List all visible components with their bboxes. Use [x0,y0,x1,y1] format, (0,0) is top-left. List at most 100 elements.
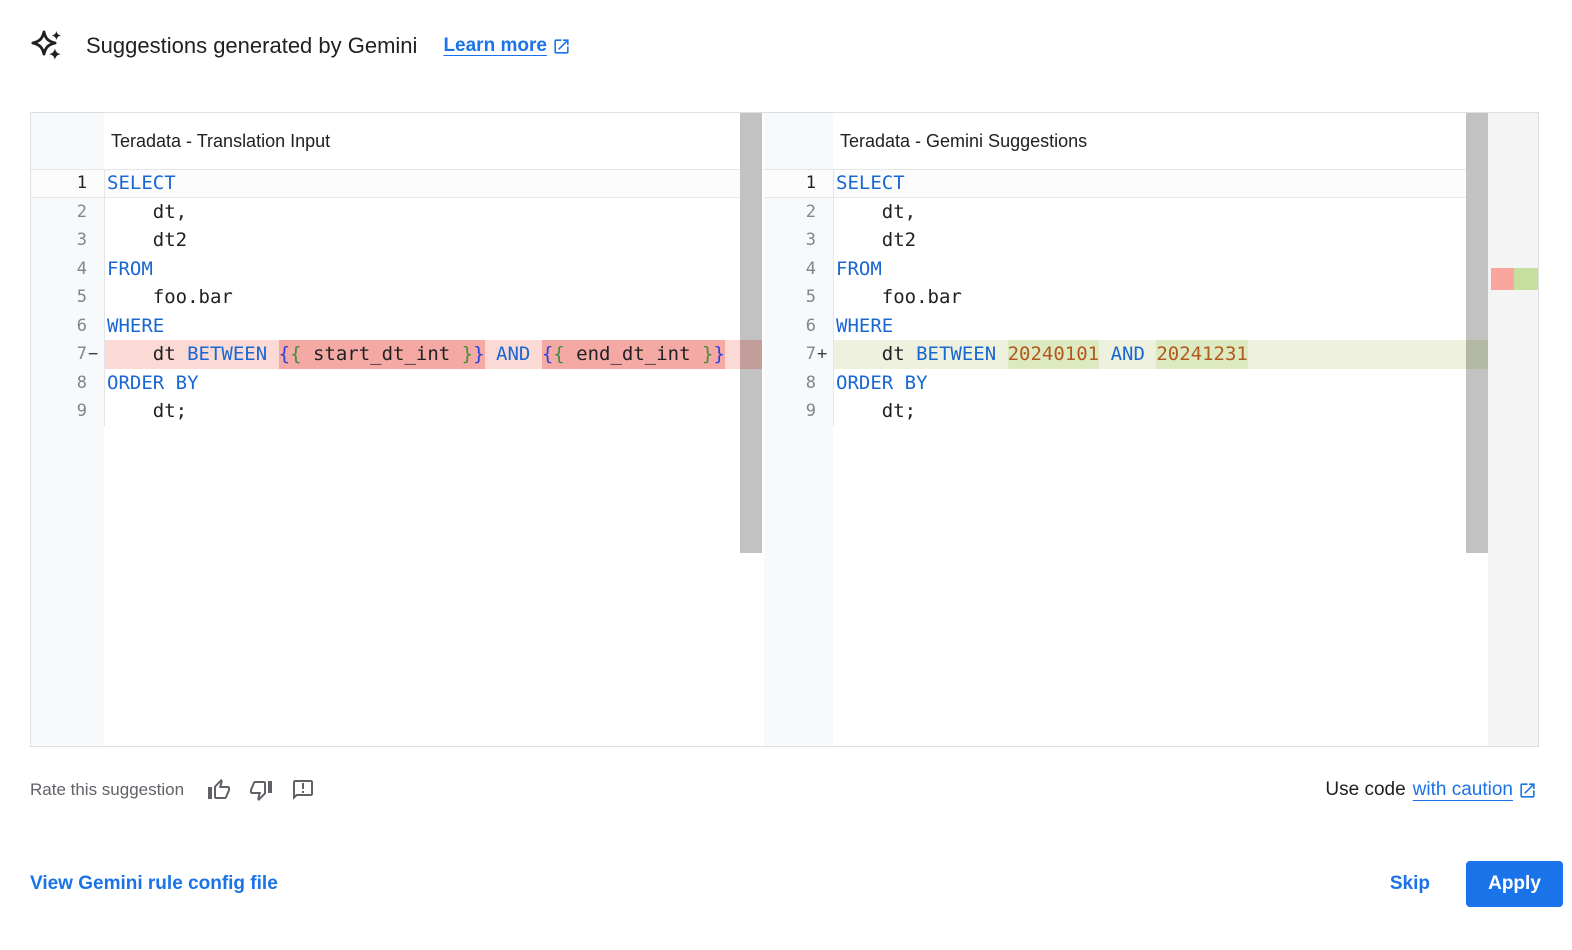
code-line-right-2: 2 dt, [764,197,1466,227]
line-number: 1 [76,173,87,193]
code-text: WHERE [833,311,1466,340]
line-number: 6 [805,315,816,336]
code-text: dt; [104,397,740,426]
skip-button[interactable]: Skip [1378,865,1442,903]
left-scrollbar[interactable] [740,113,762,746]
code-line-right-5: 5 foo.bar [764,283,1466,312]
feedback-button[interactable] [290,777,316,803]
view-config-link[interactable]: View Gemini rule config file [30,873,278,894]
diff-marker-empty [816,226,833,255]
diff-marker-empty [816,283,833,312]
code-line-left-9: 9 dt; [31,397,740,426]
with-caution-link[interactable]: with caution [1412,779,1513,800]
line-number: 3 [805,230,816,250]
diff-marker-empty [87,169,104,198]
code-text: dt BETWEEN {{ start_dt_int }} AND {{ end… [104,340,740,369]
thumb-up-button[interactable] [206,777,232,803]
diff-marker-empty [87,283,104,312]
line-number: 1 [805,173,816,193]
rate-label: Rate this suggestion [30,780,185,799]
right-scrollbar[interactable] [1466,113,1488,746]
code-text: foo.bar [833,283,1466,312]
thumb-down-icon [250,781,273,801]
code-line-right-8: 8 ORDER BY [764,368,1466,398]
open-in-new-icon [554,38,569,54]
line-number: 9 [805,401,816,421]
diff-marker: − [88,344,99,364]
code-line-left-7: 7− dt BETWEEN {{ start_dt_int }} AND {{ … [31,340,740,369]
page-title: Suggestions generated by Gemini [86,33,418,58]
line-number: 6 [76,315,87,336]
line-number: 7 [76,344,87,364]
line-number: 8 [805,372,816,393]
code-line-left-6: 6 WHERE [31,311,740,341]
line-number: 4 [76,258,87,279]
code-text: FROM [833,254,1466,283]
code-text: dt2 [104,226,740,255]
right-scrollbar-added-marker [1466,340,1488,369]
thumb-up-icon [208,779,231,799]
diff-marker-empty [816,369,833,398]
code-text: foo.bar [104,283,740,312]
diff-marker-empty [87,255,104,284]
code-text: WHERE [104,311,740,340]
diff-marker-empty [87,312,104,341]
diff-marker-empty [87,369,104,398]
line-number: 5 [805,287,816,307]
code-line-right-9: 9 dt; [764,397,1466,426]
code-line-left-3: 3 dt2 [31,226,740,255]
left-scrollbar-removed-marker [740,340,762,369]
code-line-right-3: 3 dt2 [764,226,1466,255]
left-scrollbar-thumb[interactable] [740,113,762,553]
code-line-left-4: 4 FROM [31,254,740,284]
action-row: View Gemini rule config file Skip Apply [30,861,1563,907]
open-in-new-icon [1520,782,1535,798]
line-number: 3 [76,230,87,250]
suggestions-header: Suggestions generated by Gemini Learn mo… [30,28,1537,64]
line-number: 4 [805,258,816,279]
line-number: 2 [76,201,87,222]
diff-marker: + [817,344,828,364]
line-number-gutter [764,113,833,746]
diff-marker-empty [87,198,104,227]
right-scrollbar-thumb[interactable] [1466,113,1488,553]
diff-marker-empty [87,397,104,426]
apply-button[interactable]: Apply [1466,861,1563,907]
gemini-sparkle-icon [31,30,62,60]
code-text: dt BETWEEN 20240101 AND 20241231 [833,340,1466,369]
diff-marker-empty [816,255,833,284]
code-text: ORDER BY [833,368,1466,397]
diff-marker-empty [816,169,833,198]
feedback-icon [293,780,314,800]
code-line-left-8: 8 ORDER BY [31,368,740,398]
diff-overview-ruler [1488,113,1538,746]
diff-marker-empty [816,397,833,426]
code-line-right-6: 6 WHERE [764,311,1466,341]
code-line-right-4: 4 FROM [764,254,1466,284]
rate-suggestion: Rate this suggestion [30,777,316,803]
code-text: FROM [104,254,740,283]
ruler-added-marker [1514,268,1538,290]
diff-marker-empty [816,198,833,227]
learn-more-link[interactable]: Learn more [443,35,570,57]
meta-row: Rate this suggestion Use code with cauti… [30,775,1537,805]
use-code-label: Use code [1325,779,1406,800]
line-number: 5 [76,287,87,307]
line-number: 8 [76,372,87,393]
code-text: dt; [833,397,1466,426]
code-line-left-2: 2 dt, [31,197,740,227]
diff-marker-empty [816,312,833,341]
code-text: ORDER BY [104,368,740,397]
ruler-removed-marker [1491,268,1514,290]
code-text: SELECT [104,169,740,198]
code-text: dt, [833,197,1466,226]
thumb-down-button[interactable] [248,777,274,803]
code-line-right-7: 7+ dt BETWEEN 20240101 AND 20241231 [764,340,1466,369]
code-line-left-5: 5 foo.bar [31,283,740,312]
